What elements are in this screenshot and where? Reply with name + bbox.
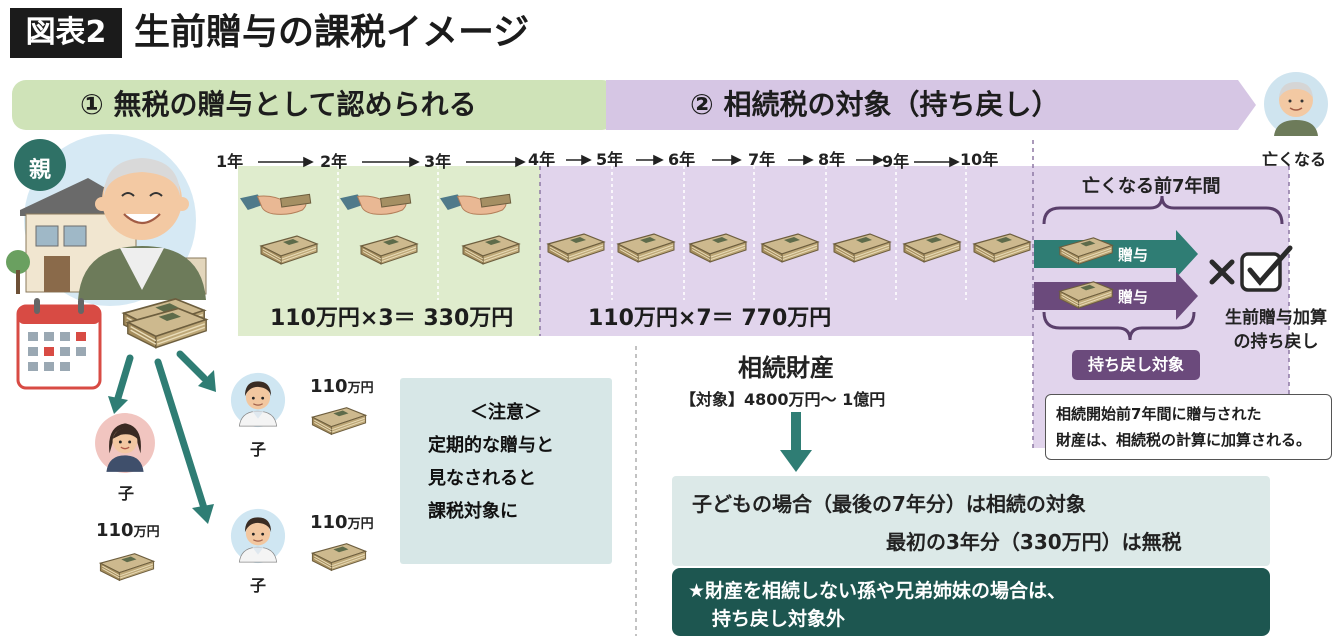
caution-note-title: ＜注意＞ xyxy=(470,402,542,423)
parent-label: 親 xyxy=(28,158,51,183)
addback-explanation-line1: 相続開始前7年間に贈与された xyxy=(1056,405,1262,423)
estate-down-arrow xyxy=(780,412,812,472)
child-gift-amount: 110万円 xyxy=(310,376,374,397)
calendar-icon xyxy=(16,298,102,390)
gift-label-purple: 贈与 xyxy=(1118,288,1149,306)
seven-year-brace-bottom xyxy=(1042,311,1196,341)
phase-band-tax-free xyxy=(12,80,616,130)
exception-note-line2: 持ち戻し対象外 xyxy=(712,608,846,630)
deceased-parent-icon xyxy=(1264,72,1328,136)
amount-number: 110 xyxy=(96,520,134,541)
figure-number-badge: 図表2 xyxy=(10,8,122,58)
parent-label-circle xyxy=(14,139,66,191)
year-label: 9年 xyxy=(882,152,910,171)
inheritance-explanation-line1: 子どもの場合（最後の7年分）は相続の対象 xyxy=(692,492,1086,516)
amount-number: 110 xyxy=(310,512,348,533)
addback-result-line2: の持ち戻し xyxy=(1233,332,1319,352)
amount-number: 110 xyxy=(310,376,348,397)
amount-unit: 万円 xyxy=(347,381,374,396)
column-dividers xyxy=(337,166,967,300)
page-title: 生前贈与の課税イメージ xyxy=(134,12,530,53)
addback-explanation-box: 相続開始前7年間に贈与された 財産は、相続税の計算に加算される。 xyxy=(1045,394,1332,460)
caution-note-line: 見なされると xyxy=(428,468,536,489)
child-label: 子 xyxy=(118,484,135,503)
year-label: 8年 xyxy=(818,150,846,169)
year-label: 2年 xyxy=(320,152,348,171)
death-label: 亡くなる xyxy=(1262,150,1327,169)
addback-explanation-line2: 財産は、相続税の計算に加算される。 xyxy=(1056,431,1312,449)
caution-note-line: 定期的な贈与と xyxy=(428,435,554,456)
gift-arrow-teal xyxy=(1034,230,1198,278)
caution-note-line: 課税対象に xyxy=(428,501,518,522)
exception-note-box: ★財産を相続しない孫や兄弟姉妹の場合は、 持ち戻し対象外 xyxy=(672,568,1270,636)
amount-unit: 万円 xyxy=(133,525,160,540)
inheritance-sum: 110万円×7＝ 770万円 xyxy=(588,306,832,331)
phase-label-inheritance: ② 相続税の対象（持ち戻し） xyxy=(690,88,1060,121)
addback-result: 生前贈与加算 の持ち戻し xyxy=(1216,306,1336,354)
addback-result-line1: 生前贈与加算 xyxy=(1225,308,1327,328)
gift-label-teal: 贈与 xyxy=(1118,246,1149,264)
year-label: 4年 xyxy=(528,150,556,169)
year-label: 7年 xyxy=(748,150,776,169)
grandpa-illustration xyxy=(78,158,206,300)
child-gift-amount: 110万円 xyxy=(96,520,160,541)
year-label: 10年 xyxy=(960,150,999,169)
phase-label-tax-free: ① 無税の贈与として認められる xyxy=(80,88,477,121)
amount-unit: 万円 xyxy=(347,517,374,532)
year-label: 1年 xyxy=(216,152,244,171)
year-label: 3年 xyxy=(424,152,452,171)
seven-years-title: 亡くなる前7年間 xyxy=(1082,176,1221,197)
child-gift-amount: 110万円 xyxy=(310,512,374,533)
checkbox-icon xyxy=(1240,245,1293,292)
year-label: 5年 xyxy=(596,150,624,169)
tax-free-sum: 110万円×3＝ 330万円 xyxy=(270,306,514,331)
inheritance-explanation-box: 子どもの場合（最後の7年分）は相続の対象 最初の3年分（330万円）は無税 xyxy=(672,476,1270,566)
gift-arrow-purple xyxy=(1034,272,1198,320)
phase-band-inheritance xyxy=(606,80,1256,130)
times-icon xyxy=(1209,259,1235,285)
child-label: 子 xyxy=(250,576,267,595)
estate-title: 相続財産 xyxy=(738,354,834,382)
distribution-arrows xyxy=(108,350,216,524)
caution-note-box: ＜注意＞ 定期的な贈与と 見なされると 課税対象に xyxy=(400,378,612,564)
estate-target: 【対象】4800万円〜 1億円 xyxy=(680,390,886,409)
seven-year-brace-top xyxy=(1042,195,1284,225)
inheritance-explanation-line2: 最初の3年分（330万円）は無税 xyxy=(886,530,1182,554)
child-label: 子 xyxy=(250,440,267,459)
addback-target-pill: 持ち戻し対象 xyxy=(1072,350,1200,380)
year-label: 6年 xyxy=(668,150,696,169)
timeline-arrows xyxy=(258,154,960,168)
exception-note-line1: ★財産を相続しない孫や兄弟姉妹の場合は、 xyxy=(688,580,1067,602)
